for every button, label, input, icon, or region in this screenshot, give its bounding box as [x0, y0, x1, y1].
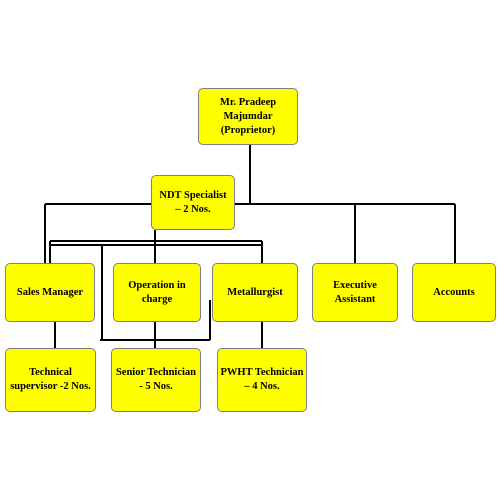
node-ndt-specialist: NDT Specialist – 2 Nos. [151, 175, 235, 230]
node-accounts: Accounts [412, 263, 496, 322]
node-senior-technician-label: Senior Technician - 5 Nos. [115, 367, 197, 392]
node-operation-in-charge-label: Operation in charge [128, 279, 186, 305]
node-proprietor: Mr. Pradeep Majumdar (Proprietor) [198, 88, 298, 145]
node-proprietor-label: Mr. Pradeep Majumdar (Proprietor) [219, 96, 277, 136]
node-technical-supervisor: Technical supervisor -2 Nos. [5, 348, 96, 412]
node-operation-in-charge: Operation in charge [113, 263, 201, 322]
node-sales-manager: Sales Manager [5, 263, 95, 322]
node-metallurgist-label: Metallurgist [227, 286, 283, 298]
node-pwht-technician-label: PWHT Technician – 4 Nos. [220, 367, 304, 392]
node-ndt-specialist-label: NDT Specialist – 2 Nos. [159, 189, 227, 215]
node-pwht-technician: PWHT Technician – 4 Nos. [217, 348, 307, 412]
node-metallurgist: Metallurgist [212, 263, 298, 322]
node-sales-manager-label: Sales Manager [16, 286, 84, 298]
node-accounts-label: Accounts [433, 286, 475, 298]
node-executive-assistant-label: Executive Assistant [333, 279, 377, 305]
node-senior-technician: Senior Technician - 5 Nos. [111, 348, 201, 412]
node-technical-supervisor-label: Technical supervisor -2 Nos. [10, 367, 91, 392]
node-executive-assistant: Executive Assistant [312, 263, 398, 322]
